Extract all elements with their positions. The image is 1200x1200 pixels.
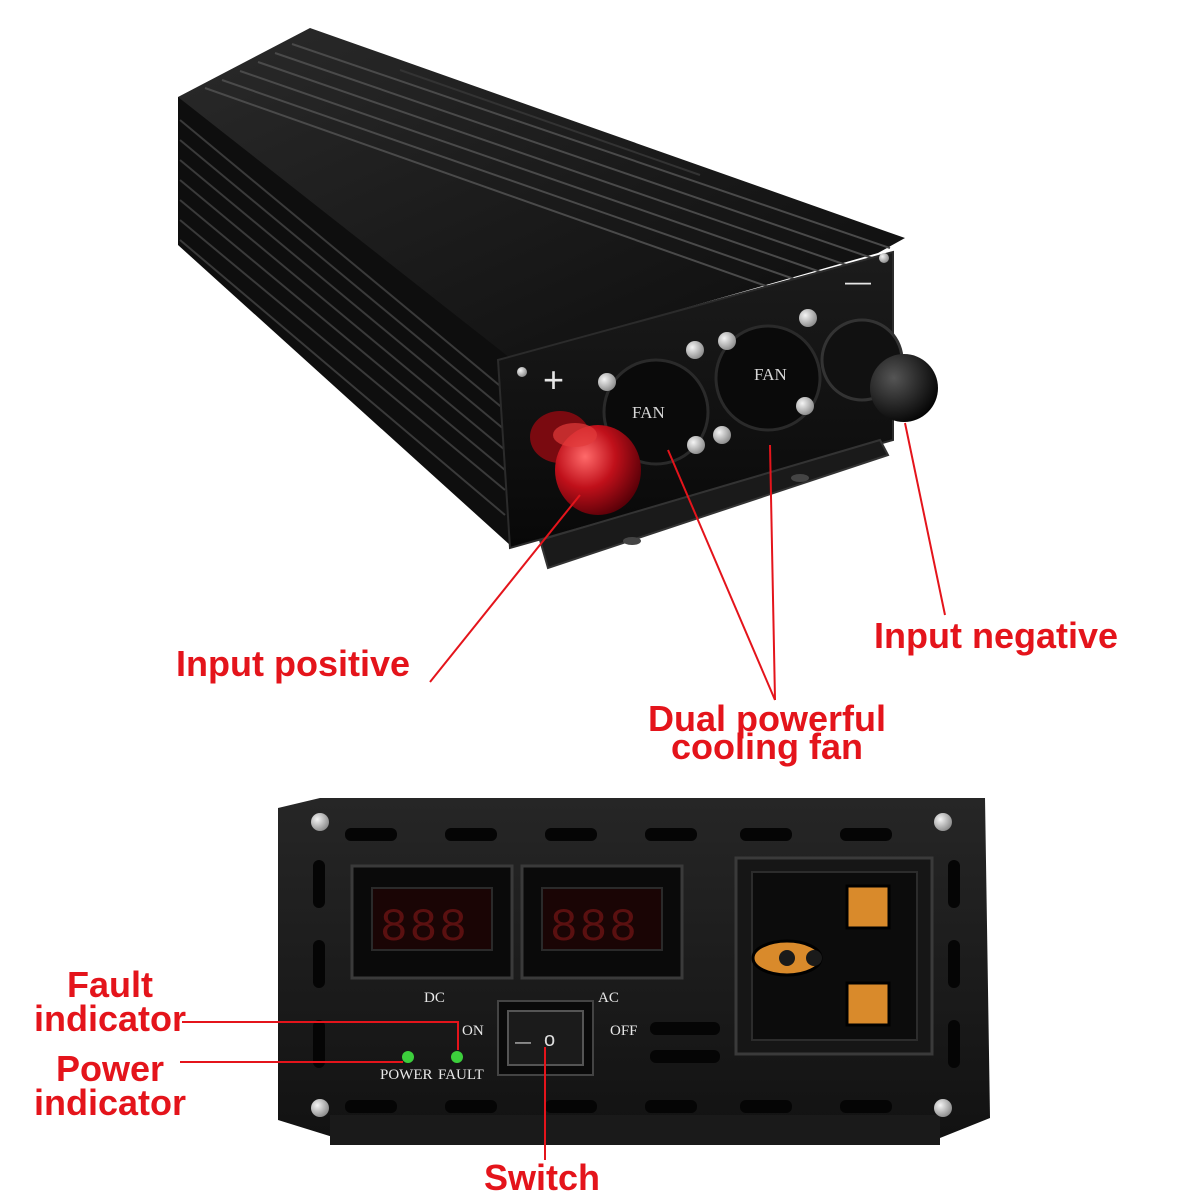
mounting-bracket — [538, 438, 890, 570]
dc-display-digits: 888 — [380, 902, 469, 954]
off-label: OFF — [610, 1023, 638, 1039]
cooling-fan-right: FAN — [714, 324, 822, 432]
inverter-top-view: + — FAN FAN — [178, 28, 946, 701]
fan-left-label: FAN — [632, 403, 665, 422]
ac-display: 888 — [520, 864, 684, 980]
cooling-fan-callout-line1: Dual powerful — [647, 698, 886, 739]
power-led — [402, 1051, 414, 1063]
cooling-fan-callout: Dual powerful cooling fan — [636, 698, 898, 767]
dc-display: 888 — [350, 864, 514, 980]
fan-right-leader — [769, 444, 776, 701]
fault-led-label: FAULT — [438, 1067, 484, 1083]
plus-symbol: + — [543, 359, 564, 400]
fault-indicator-callout-line2: indicator — [33, 998, 186, 1039]
input-positive-callout: Input positive — [176, 643, 410, 684]
power-led-label: POWER — [380, 1067, 433, 1083]
heatsink-fins — [204, 43, 891, 299]
fan-left-leader — [667, 449, 776, 701]
cooling-fan-callout-line2: cooling fan — [671, 726, 863, 767]
switch-on-mark: o — [544, 1029, 555, 1051]
power-indicator-callout: Power indicator — [30, 1048, 190, 1123]
panel-screws — [311, 813, 952, 1117]
ac-label: AC — [598, 990, 619, 1006]
heatsink-side — [178, 97, 510, 545]
input-positive-leader — [429, 494, 581, 683]
dc-label: DC — [424, 990, 445, 1006]
switch-callout: Switch — [484, 1157, 601, 1198]
vent-slots — [313, 828, 960, 1113]
input-negative-callout: Input negative — [874, 615, 1119, 656]
switch-off-mark: — — [515, 1034, 531, 1051]
power-indicator-callout-line1: Power — [55, 1048, 165, 1089]
ac-outlet — [734, 856, 934, 1056]
inverter-front-panel-view: 888 888 DC AC ON OFF — o POWER FAULT — [180, 798, 990, 1160]
cooling-fan-left: FAN — [602, 358, 710, 466]
negative-terminal — [820, 318, 938, 422]
positive-terminal — [530, 411, 641, 515]
fault-indicator-leader — [182, 1021, 459, 1050]
fault-indicator-callout-line1: Fault — [67, 964, 153, 1005]
fault-led — [451, 1051, 463, 1063]
input-negative-leader — [904, 422, 946, 616]
minus-symbol: — — [845, 266, 871, 296]
front-screws — [517, 253, 889, 454]
on-label: ON — [462, 1023, 484, 1039]
power-indicator-callout-line2: indicator — [33, 1082, 186, 1123]
ac-display-digits: 888 — [550, 902, 639, 954]
fan-right-label: FAN — [754, 365, 787, 384]
fault-indicator-callout: Fault indicator — [30, 964, 190, 1039]
